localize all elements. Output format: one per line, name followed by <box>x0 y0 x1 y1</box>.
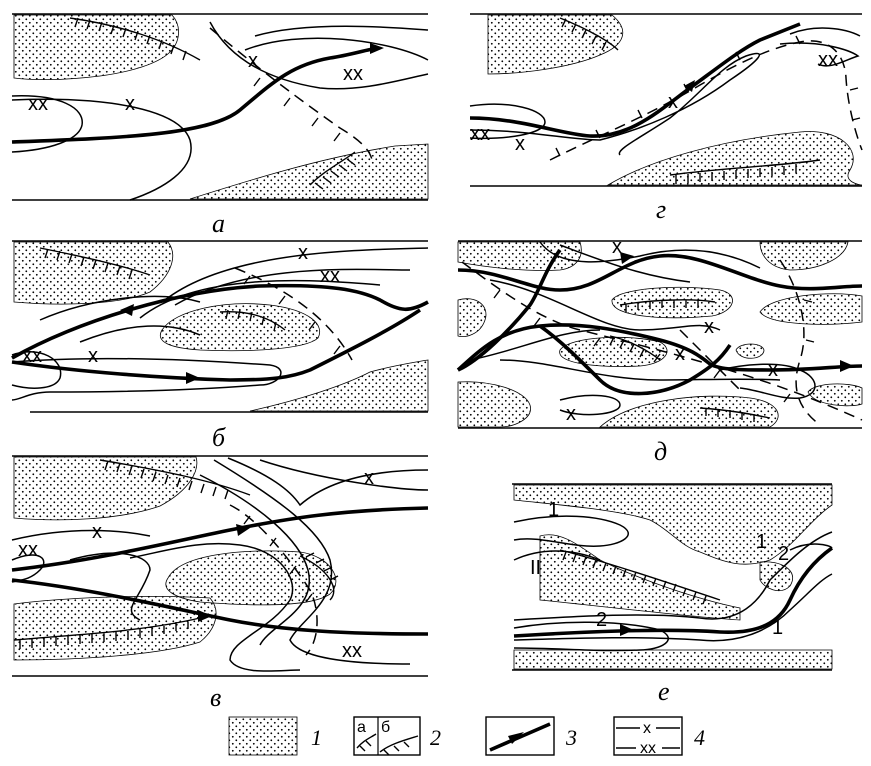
label-xx: xx <box>320 265 340 287</box>
sand-body <box>458 299 486 337</box>
sand-body <box>514 650 832 669</box>
panel-g: xx x x xx г <box>470 14 862 224</box>
label-1: 1 <box>772 617 783 639</box>
label-x: x <box>704 316 714 338</box>
panel-caption: а <box>212 209 225 238</box>
label-xx: xx <box>818 49 838 71</box>
sand-body <box>600 396 778 427</box>
legend-number: 1 <box>311 725 322 750</box>
label-ii: II <box>530 557 541 579</box>
sand-body <box>14 457 197 520</box>
sand-body <box>760 294 862 325</box>
legend-sub-b: б <box>381 719 390 736</box>
label-2: 2 <box>778 543 789 565</box>
label-x: x <box>298 242 308 264</box>
legend-x: x <box>643 720 651 737</box>
sand-body <box>760 242 848 270</box>
label-x: x <box>92 521 102 543</box>
legend-item-3: 3 <box>486 717 577 755</box>
panel-b: x xx xx x б <box>12 241 428 452</box>
label-x: x <box>675 343 685 365</box>
label-x: x <box>248 50 258 72</box>
label-1: 1 <box>756 531 767 553</box>
label-x: x <box>668 91 678 113</box>
panel-a: xx x x xx а <box>12 14 428 238</box>
label-xx: xx <box>22 345 42 367</box>
sand-body <box>14 596 216 660</box>
label-1: 1 <box>548 499 559 521</box>
panel-caption: е <box>658 677 670 706</box>
label-xx: xx <box>28 93 48 115</box>
sand-body <box>14 15 179 80</box>
label-xx: xx <box>470 123 490 145</box>
label-x: x <box>88 345 98 367</box>
panel-caption: д <box>654 437 667 466</box>
panel-caption: б <box>212 423 226 452</box>
label-xx: xx <box>342 640 362 662</box>
panel-caption: в <box>210 683 221 712</box>
panel-v: x x xx xx в <box>12 456 428 712</box>
label-x: x <box>612 236 622 258</box>
sand-body <box>14 242 173 304</box>
legend-item-2: а б 2 <box>354 717 441 755</box>
label-x: x <box>364 467 374 489</box>
sand-body <box>608 132 862 185</box>
label-x: x <box>768 359 778 381</box>
legend-item-1: 1 <box>229 717 322 755</box>
legend: 1 а б 2 3 x xx 4 <box>229 717 705 757</box>
sand-body <box>488 15 623 74</box>
sand-body <box>808 384 862 406</box>
legend-xx: xx <box>640 740 656 757</box>
sand-body <box>458 382 531 427</box>
legend-sub-a: а <box>357 719 366 736</box>
label-x: x <box>515 133 525 155</box>
label-x: x <box>125 93 135 115</box>
panel-d: x x x x x д <box>458 236 862 466</box>
sand-body <box>736 344 764 358</box>
legend-item-4: x xx 4 <box>614 717 705 757</box>
panel-e: 1 1 2 II 2 1 е <box>512 484 832 706</box>
sand-body <box>760 562 793 591</box>
legend-number: 4 <box>694 725 705 750</box>
label-xx: xx <box>18 539 38 561</box>
label-2: 2 <box>596 609 607 631</box>
sand-body <box>190 144 428 199</box>
label-xx: xx <box>343 63 363 85</box>
sand-body <box>560 337 667 366</box>
label-x: x <box>566 403 576 425</box>
legend-number: 2 <box>430 725 441 750</box>
panel-caption: г <box>656 195 666 224</box>
legend-number: 3 <box>565 725 577 750</box>
